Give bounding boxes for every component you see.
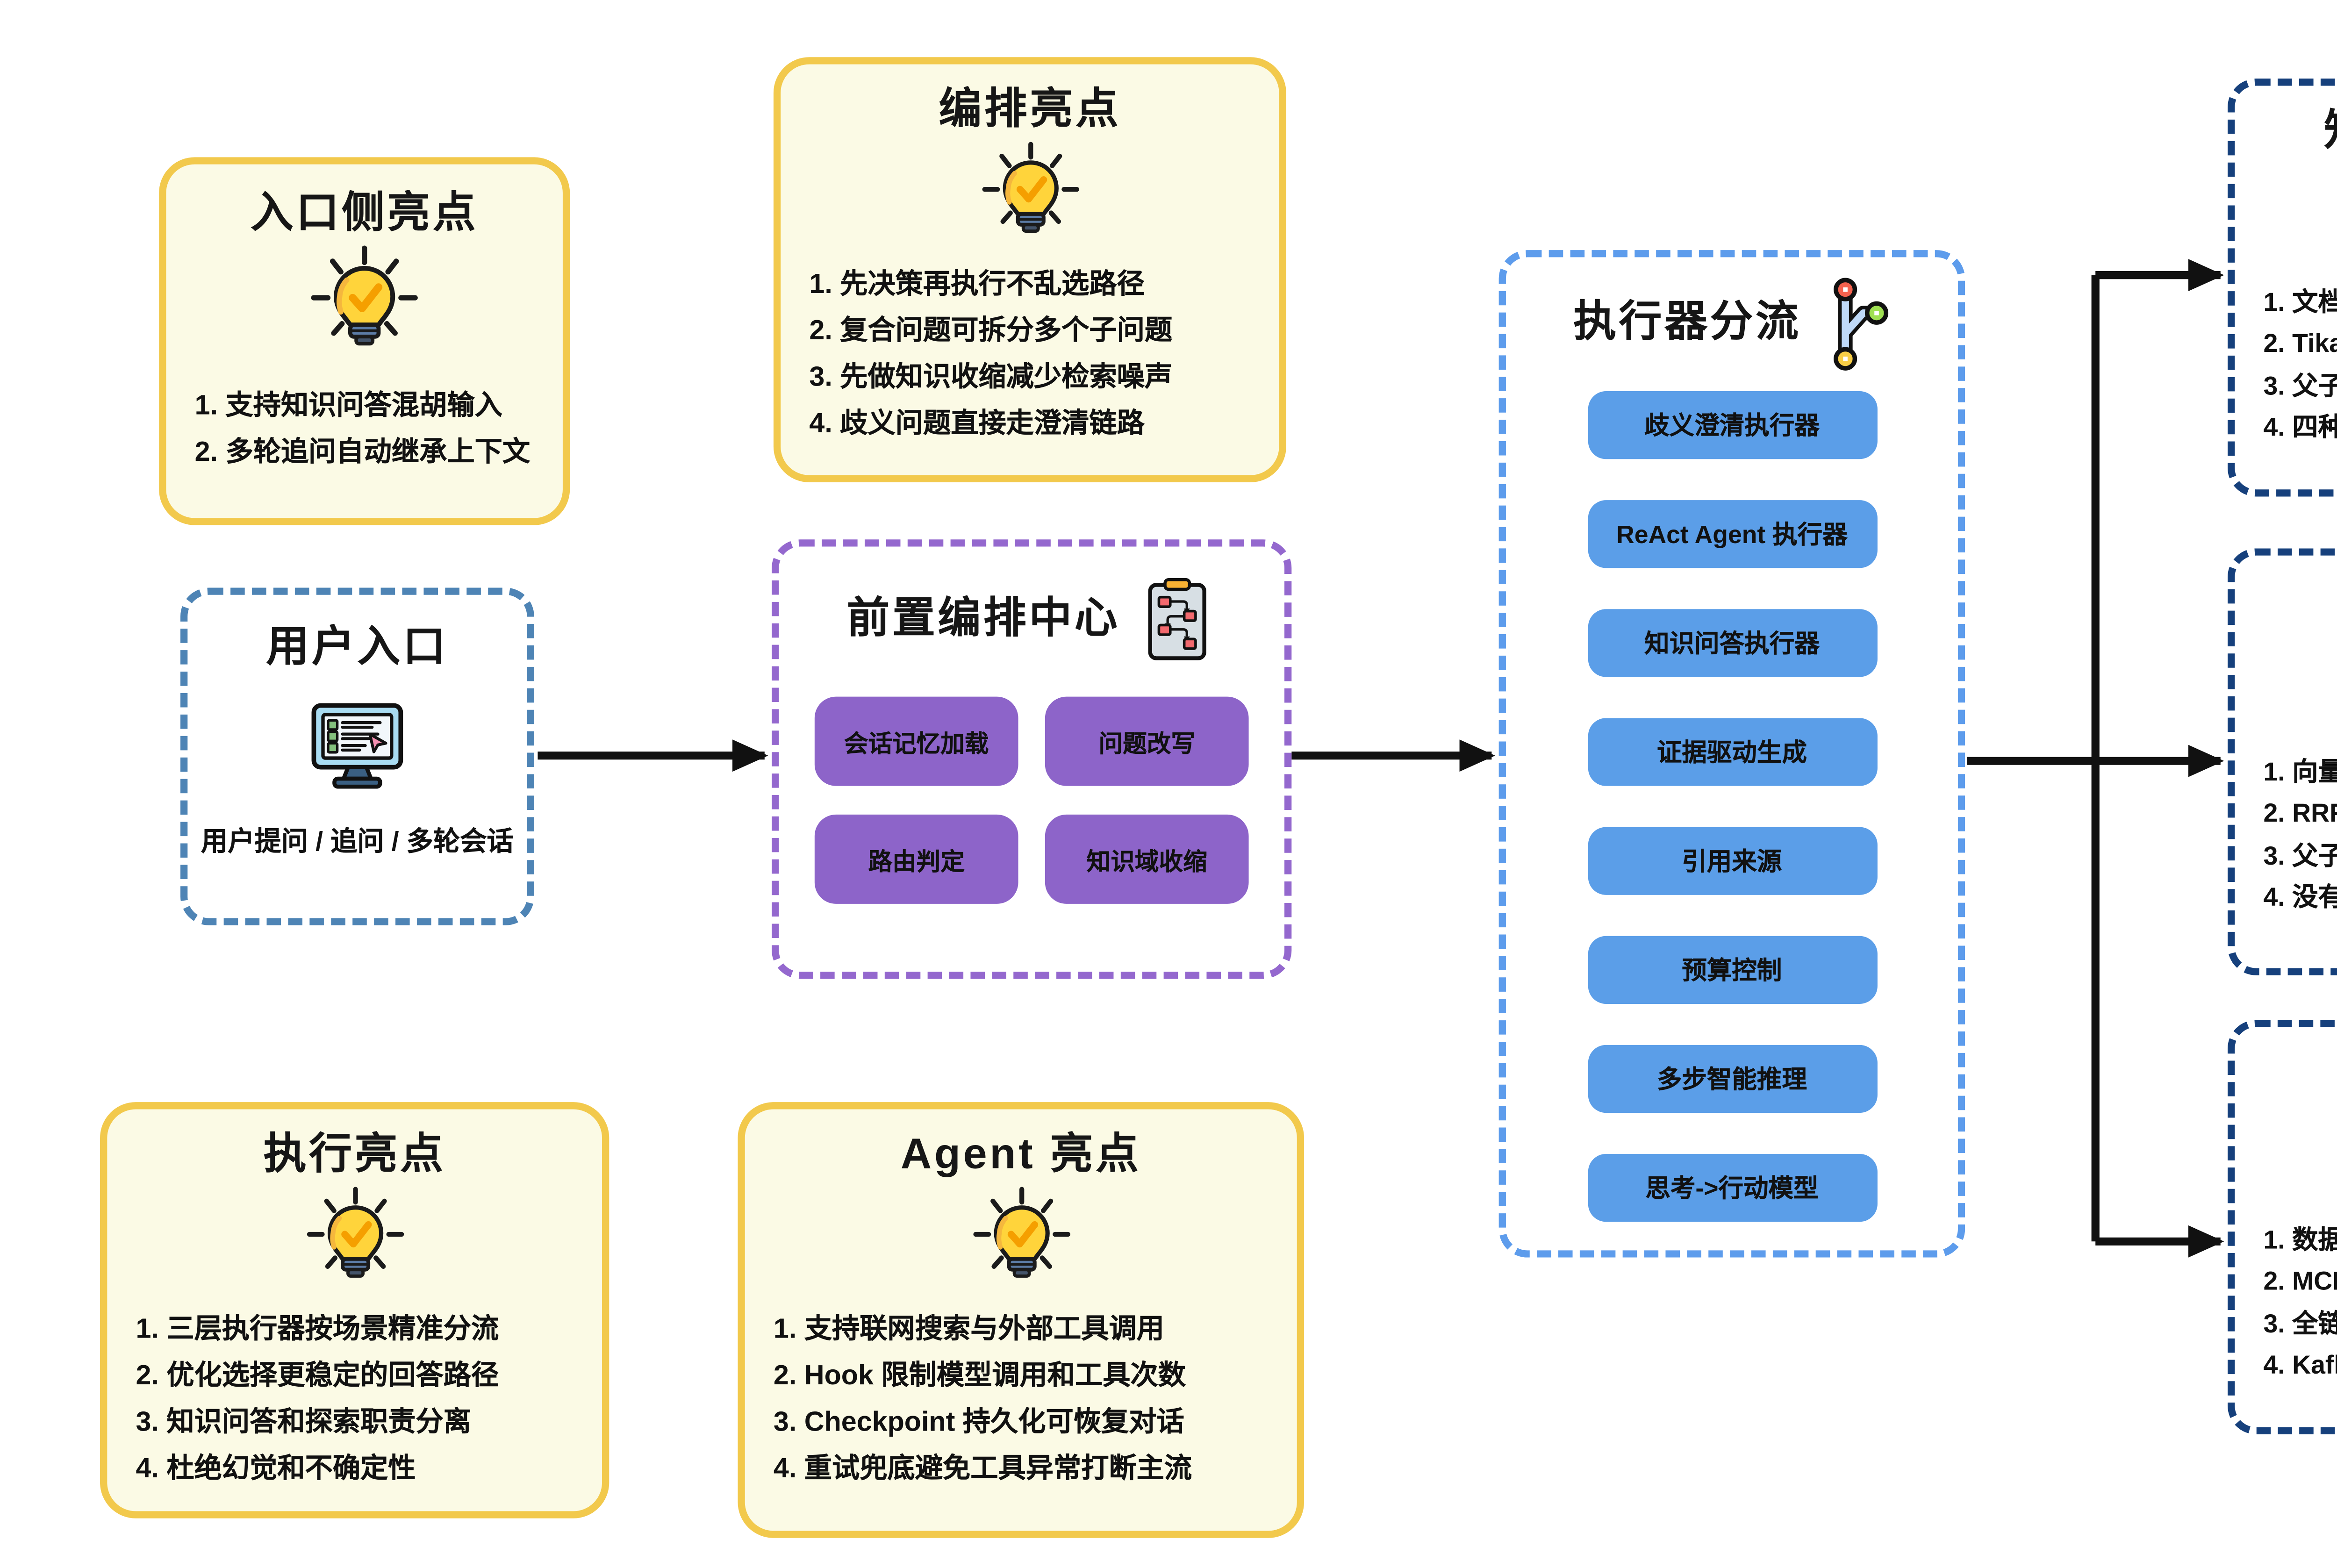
list-item: 3. 知识问答和探索职责分离 — [136, 1407, 471, 1438]
hybrid-retrieval-card: 混合检索 1. 向量检索 / 关键词双通道 2. RRF 融合不同量纲 3. 父… — [2228, 548, 2337, 975]
list-item: 1. 支持联网搜索与外部工具调用 — [773, 1314, 1164, 1345]
monitor-cursor-icon — [300, 689, 415, 804]
module-chip-session-memory: 会话记忆加载 — [814, 696, 1018, 786]
list-item: 4. 杜绝幻觉和不确定性 — [136, 1453, 416, 1484]
card-title: 工程化能力 — [2235, 1049, 2337, 1100]
executor-routing-card: 执行器分流 歧义澄清执行器 ReAct Agent 执行器 知识问答执行器 证据… — [1498, 250, 1965, 1258]
module-chip-knowledge-scope: 知识域收缩 — [1045, 814, 1249, 904]
list-item: 1. 向量检索 / 关键词双通道 — [2263, 759, 2337, 788]
knowledge-base-card: 知识底座构建 1. 文档异步解析存储 2. Tika/Ocr精准解析 3. 父子… — [2228, 79, 2337, 497]
card-title: 混合检索 — [2235, 577, 2337, 629]
executor-chip-evidence-generation: 证据驱动生成 — [1587, 718, 1877, 786]
list-item: 3. 先做知识收缩减少检索噪声 — [809, 362, 1173, 393]
executor-chip-react-agent: ReAct Agent 执行器 — [1587, 500, 1877, 568]
clipboard-flowchart-icon — [1138, 575, 1217, 665]
executor-chip-ambiguity-clarify: 歧义澄清执行器 — [1587, 391, 1877, 459]
list-item: 4. 没有足够证据时避免幻觉 — [2263, 884, 2337, 913]
card-title: 执行器分流 — [1573, 298, 1801, 347]
list-item: 1. 三层执行器按场景精准分流 — [136, 1314, 499, 1345]
orchestration-highlights-card: 编排亮点 1. 先决策再执行不乱选路径 2. 复合问题可拆分多个子问题 3. 先… — [773, 57, 1286, 482]
entry-highlights-card: 入口侧亮点 1. 支持知识问答混胡输入 2. 多轮追问自动继承上下文 — [159, 157, 570, 525]
execution-highlights-card: 执行亮点 1. 三层执行器按场景精准分流 2. 优化选择更稳定的回答路径 3. … — [100, 1102, 609, 1518]
card-title: Agent 亮点 — [900, 1131, 1141, 1179]
list-item: 2. MCP / Skills 能力扩展 — [2263, 1268, 2337, 1297]
card-title: 编排亮点 — [939, 86, 1121, 134]
lightbulb-check-icon — [976, 141, 1083, 248]
card-title: 入口侧亮点 — [251, 189, 479, 238]
executor-chip-think-act-model: 思考->行动模型 — [1587, 1154, 1877, 1222]
list-item: 2. 多轮追问自动继承上下文 — [194, 437, 530, 468]
lightbulb-check-icon — [968, 1186, 1075, 1293]
list-item: 3. Checkpoint 持久化可恢复对话 — [773, 1407, 1184, 1438]
card-title: 前置编排中心 — [846, 594, 1120, 643]
list-item: 3. 父子块聚合上下文 — [2263, 843, 2337, 872]
list-item: 1. 文档异步解析存储 — [2263, 289, 2337, 318]
executor-chip-budget-control: 预算控制 — [1587, 936, 1877, 1004]
lightbulb-check-icon — [306, 244, 423, 362]
lightbulb-check-icon — [301, 1186, 408, 1293]
route-branch-icon — [1819, 275, 1891, 373]
card-title: 执行亮点 — [263, 1131, 446, 1179]
executor-chip-knowledge-qa: 知识问答执行器 — [1587, 609, 1877, 677]
engineering-card: 工程化能力 1. 数据库记忆持久化 2. MCP / Skills 能力扩展 3… — [2228, 1020, 2337, 1435]
user-entry-caption: 用户提问 / 追问 / 多轮会话 — [201, 826, 514, 857]
list-item: 4. 歧义问题直接走澄清链路 — [809, 408, 1145, 439]
module-chip-question-rewrite: 问题改写 — [1045, 696, 1249, 786]
card-title: 用户入口 — [266, 623, 449, 672]
list-item: 1. 支持知识问答混胡输入 — [194, 391, 502, 422]
list-item: 3. 全链路追踪和日志可观测 — [2263, 1310, 2337, 1339]
user-entry-card: 用户入口 用户提问 / 追问 / 多轮会话 — [180, 587, 534, 925]
list-item: 2. RRF 融合不同量纲 — [2263, 801, 2337, 830]
module-chip-routing: 路由判定 — [814, 814, 1018, 904]
list-item: 2. Tika/Ocr精准解析 — [2263, 331, 2337, 360]
list-item: 2. Hook 限制模型调用和工具次数 — [773, 1360, 1186, 1391]
executor-chip-citation-source: 引用来源 — [1587, 827, 1877, 895]
list-item: 4. 四种策略自定义编排 — [2263, 415, 2337, 444]
list-item: 1. 数据库记忆持久化 — [2263, 1226, 2337, 1256]
list-item: 1. 先决策再执行不乱选路径 — [809, 269, 1145, 300]
list-item: 2. 复合问题可拆分多个子问题 — [809, 315, 1173, 346]
agent-highlights-card: Agent 亮点 1. 支持联网搜索与外部工具调用 2. Hook 限制模型调用… — [738, 1102, 1305, 1538]
pre-orchestration-card: 前置编排中心 会话记忆加载 问题改写 路由判定 知识域收缩 — [772, 539, 1292, 979]
list-item: 3. 父子结构切块提升 — [2263, 372, 2337, 402]
executor-chip-multistep-reasoning: 多步智能推理 — [1587, 1045, 1877, 1113]
list-item: 2. 优化选择更稳定的回答路径 — [136, 1360, 499, 1391]
list-item: 4. 重试兜底避免工具异常打断主流 — [773, 1453, 1192, 1484]
card-title: 知识底座构建 — [2235, 107, 2337, 158]
list-item: 4. Kafka 异步化文档处理 — [2263, 1353, 2337, 1382]
